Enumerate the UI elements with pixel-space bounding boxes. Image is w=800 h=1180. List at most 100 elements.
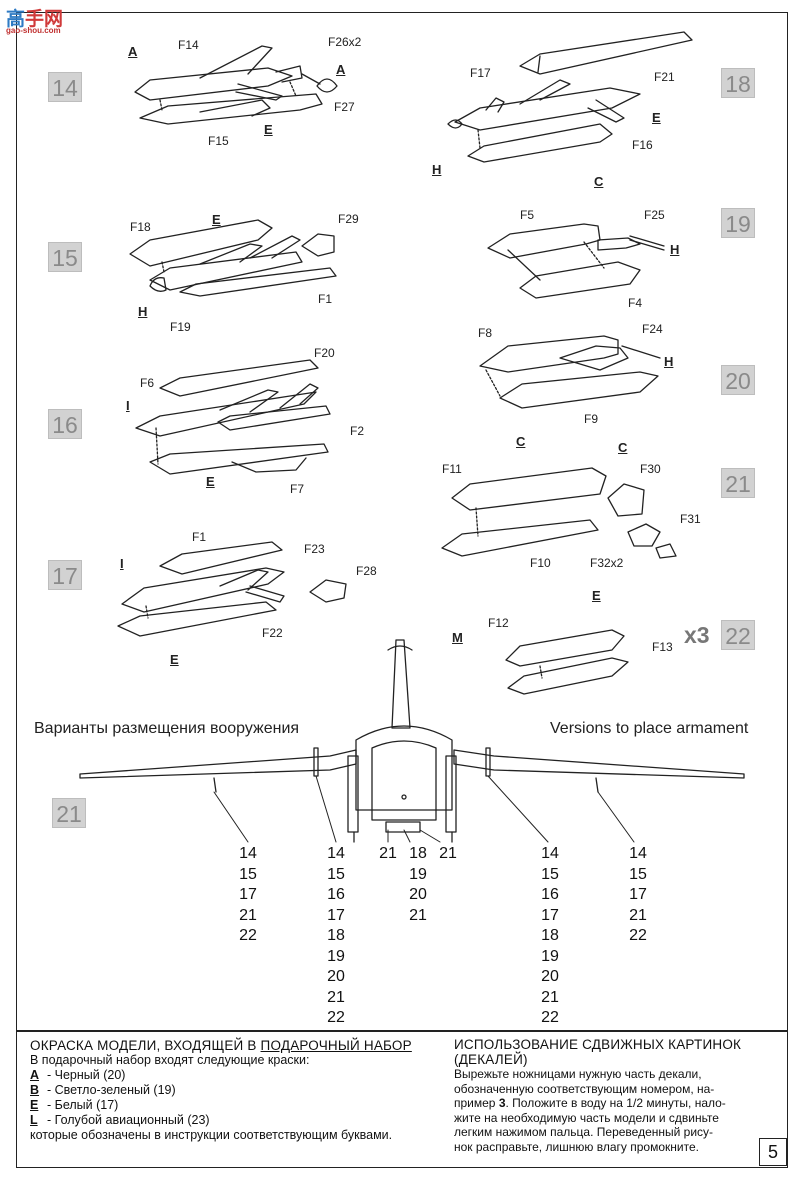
paint-item: L- Голубой авиационный (23) <box>30 1113 430 1128</box>
decal-line: легким нажимом пальца. Переведенный рису… <box>454 1125 714 1139</box>
drawing-step-14 <box>134 45 338 125</box>
station-value: 18 <box>327 927 345 944</box>
decal-number: 3 <box>498 1096 506 1110</box>
drawing-step-17 <box>117 541 347 637</box>
step-number-17: 17 <box>48 560 82 590</box>
station-value: 18 <box>409 845 427 862</box>
label-19-c: C <box>594 174 604 189</box>
label-15-h: H <box>138 304 148 319</box>
decal-line: обозначенную соответствующим номером, на… <box>454 1081 715 1096</box>
station-value: 19 <box>327 947 345 965</box>
label-19-f25: F25 <box>644 208 665 222</box>
label-14-e: E <box>264 122 273 137</box>
caption-english: Versions to place armament <box>550 720 749 737</box>
label-16-f20: F20 <box>314 346 335 360</box>
label-15-f1: F1 <box>318 292 333 306</box>
station-column-3a: 21 <box>370 844 406 865</box>
station-value: 21 <box>541 988 559 1006</box>
station-value: 15 <box>541 865 559 883</box>
station-column-4: 14 15 16 17 18 19 20 21 22 <box>532 844 568 1029</box>
decal-line: нок расправьте, лишнюю влагу промокните. <box>454 1139 699 1154</box>
label-15-f18: F18 <box>130 220 151 234</box>
label-16-i: I <box>126 398 130 413</box>
station-value: 21 <box>629 906 647 924</box>
label-19-f5: F5 <box>520 208 535 222</box>
drawing-step-18 <box>447 31 693 163</box>
paint-item: A- Черный (20) <box>30 1068 430 1083</box>
paint-code: B <box>30 1083 40 1097</box>
station-value: 20 <box>409 886 427 903</box>
step-number-21: 21 <box>721 468 755 498</box>
station-value: 21 <box>327 988 345 1006</box>
logo-char-1: 高 <box>6 8 26 30</box>
drawing-step-22 <box>505 629 629 695</box>
label-20-f9: F9 <box>584 412 599 426</box>
station-value: 21 <box>379 845 397 862</box>
label-16-f6: F6 <box>140 376 155 390</box>
label-22-m: M <box>452 630 463 645</box>
label-18-e: E <box>652 110 661 125</box>
station-value: 17 <box>541 906 559 924</box>
label-20-c: C <box>516 434 526 449</box>
step-number-15: 15 <box>48 242 82 272</box>
paint-text: - Белый (17) <box>47 1098 119 1112</box>
label-17-f22: F22 <box>262 626 283 640</box>
station-value: 21 <box>409 906 427 924</box>
label-17-f28: F28 <box>356 564 377 578</box>
label-15-e: E <box>212 212 221 227</box>
station-leaders <box>213 775 635 843</box>
step-number-20: 20 <box>721 365 755 395</box>
step-number-19: 19 <box>721 208 755 238</box>
station-column-3: 18 19 20 21 <box>400 844 436 926</box>
label-21-f32: F32x2 <box>590 556 624 570</box>
decal-line: пример 3. Положите в воду на 1/2 минуты,… <box>454 1096 754 1111</box>
label-22-f12: F12 <box>488 616 509 630</box>
paint-heading-link: ПОДАРОЧНЫЙ НАБОР <box>260 1038 412 1053</box>
decal-text: . Положите в воду на 1/2 минуты, нало- <box>505 1096 726 1110</box>
station-value: 14 <box>629 845 647 862</box>
station-value: 17 <box>239 886 257 903</box>
label-21-f11: F11 <box>442 462 462 476</box>
drawing-step-20 <box>479 335 661 409</box>
station-value: 18 <box>541 927 559 944</box>
station-value: 14 <box>327 845 345 862</box>
label-14-a: A <box>128 44 138 59</box>
station-value: 22 <box>327 1009 345 1026</box>
station-value: 14 <box>541 845 559 862</box>
logo-char-2: 手网 <box>25 8 64 30</box>
station-value: 15 <box>629 865 647 883</box>
label-14-f14: F14 <box>178 38 199 52</box>
decal-line: Вырежьте ножницами нужную часть декали, <box>454 1067 702 1081</box>
label-21-f10: F10 <box>530 556 551 570</box>
station-column-1: 14 15 17 21 22 <box>230 844 266 947</box>
section-divider <box>16 1030 788 1032</box>
paint-text: - Светло-зеленый (19) <box>47 1083 176 1097</box>
decal-heading-2: (ДЕКАЛЕЙ) <box>454 1051 528 1067</box>
label-15-f19: F19 <box>170 320 191 334</box>
label-16-e: E <box>206 474 215 489</box>
label-17-f23: F23 <box>304 542 325 556</box>
paint-item: B - Светло-зеленый (19) <box>30 1083 430 1098</box>
label-14-a2: A <box>336 62 346 77</box>
label-14-f27: F27 <box>334 100 355 114</box>
paint-section: ОКРАСКА МОДЕЛИ, ВХОДЯЩЕЙ В ПОДАРОЧНЫЙ НА… <box>30 1038 430 1143</box>
station-value: 21 <box>439 845 457 862</box>
instruction-sheet <box>16 12 788 1168</box>
step-number-22: 22 <box>721 620 755 650</box>
decal-text: пример <box>454 1096 499 1110</box>
site-logo: 高手网 gao-shou.com <box>6 4 68 40</box>
label-14-f15: F15 <box>208 134 229 148</box>
station-value: 19 <box>409 865 427 883</box>
quantity-multiplier: x3 <box>684 622 710 648</box>
label-18-h: H <box>432 162 442 177</box>
paint-heading: ОКРАСКА МОДЕЛИ, ВХОДЯЩЕЙ В ПОДАРОЧНЫЙ НА… <box>30 1038 430 1053</box>
station-column-5: 14 15 17 21 22 <box>620 844 656 947</box>
station-value: 21 <box>239 906 257 924</box>
station-value: 20 <box>541 968 559 985</box>
station-value: 16 <box>327 886 345 903</box>
step-number-18: 18 <box>721 68 755 98</box>
drawing-step-16 <box>135 359 331 475</box>
drawing-step-15 <box>129 219 337 297</box>
station-value: 17 <box>629 886 647 903</box>
